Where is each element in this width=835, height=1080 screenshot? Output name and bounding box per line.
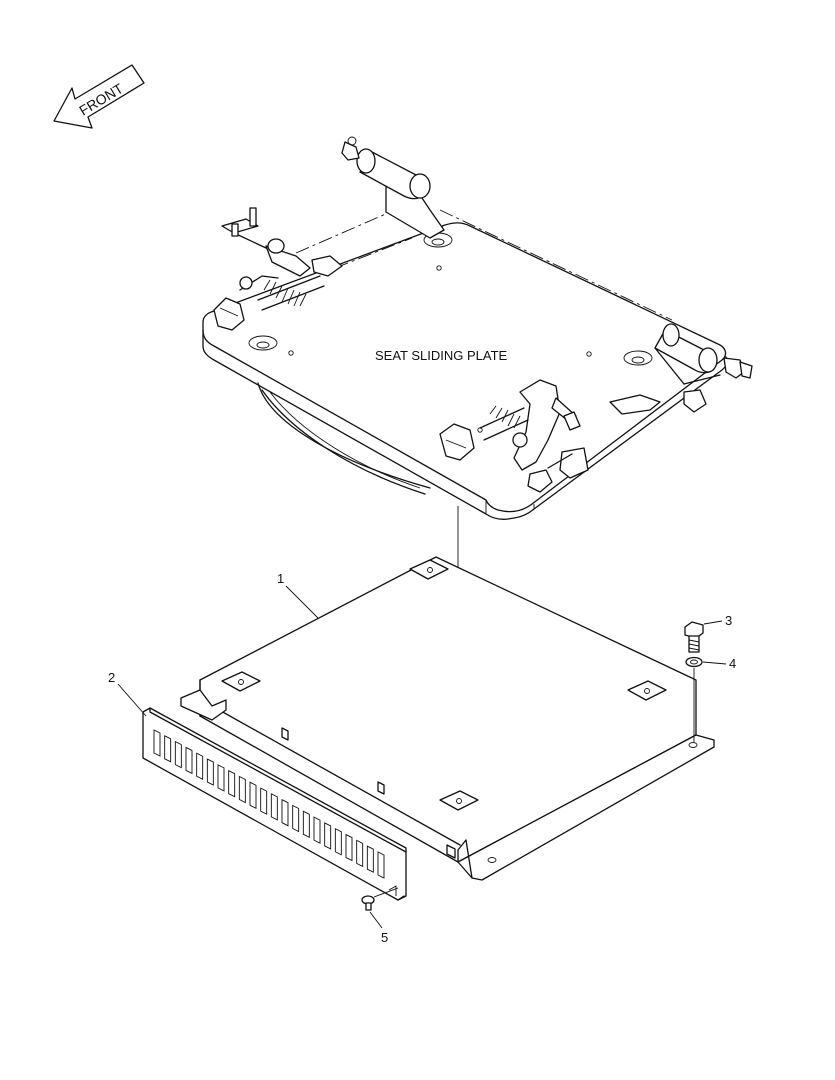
vent-slot: [302, 810, 310, 839]
vent-slot: [292, 804, 300, 833]
plate-holes: [248, 232, 653, 433]
svg-text:3: 3: [725, 613, 732, 628]
vent-slot: [356, 839, 364, 868]
vent-slot: [174, 740, 182, 769]
vent-slot: [345, 833, 353, 862]
right-mount-bracket: [609, 323, 753, 415]
vent-slot: [313, 816, 321, 844]
vent-slot: [270, 793, 278, 821]
svg-text:4: 4: [729, 656, 736, 671]
callout-2: 2: [108, 670, 147, 717]
washer: [685, 656, 703, 668]
bolt: [684, 621, 704, 653]
vent-slot: [377, 851, 385, 879]
vent-slot: [153, 729, 161, 757]
front-arrow-icon: FRONT: [53, 64, 145, 129]
vent-slot: [281, 798, 289, 827]
callout-5: 5: [369, 911, 388, 945]
vent-slot: [366, 845, 374, 873]
front-slide-lever: [439, 379, 589, 493]
rear-slide-lever: [213, 207, 343, 331]
svg-text:1: 1: [277, 571, 284, 586]
svg-text:5: 5: [381, 930, 388, 945]
callout-4: 4: [702, 656, 736, 671]
vent-slot: [238, 775, 246, 804]
screw: [361, 895, 375, 911]
vent-slot: [260, 787, 268, 815]
callout-3: 3: [703, 613, 732, 628]
vent-slot: [185, 746, 193, 775]
vent-slot: [249, 781, 257, 810]
screw-axis-line: [373, 887, 399, 898]
vent-slot: [164, 735, 172, 763]
seat-sliding-plate: SEAT SLIDING PLATE: [202, 136, 753, 520]
vent-slot: [324, 822, 332, 850]
assembly-label: SEAT SLIDING PLATE: [375, 348, 508, 363]
vent-slot: [228, 769, 236, 798]
vent-slot: [196, 752, 204, 780]
vent-slot: [334, 828, 342, 856]
rear-mount-bracket: [341, 136, 445, 239]
seat-base-plate: [180, 556, 715, 881]
cover-vent-slots: [153, 729, 385, 879]
vented-cover: [142, 707, 407, 901]
svg-text:2: 2: [108, 670, 115, 685]
vent-slot: [206, 758, 214, 786]
callout-1: 1: [277, 571, 319, 619]
vent-slot: [217, 764, 225, 792]
